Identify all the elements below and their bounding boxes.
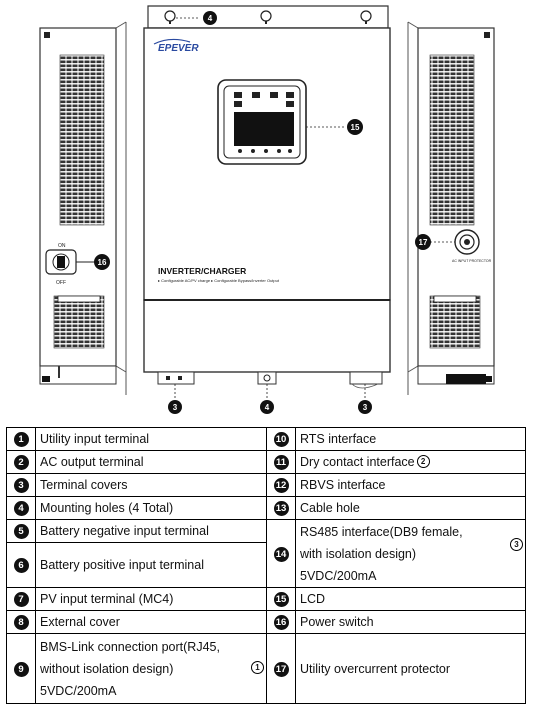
number-badge: 17	[273, 661, 289, 677]
number-badge: 16	[273, 615, 289, 630]
legend-label: Utility input terminal	[35, 427, 267, 451]
callout-16	[94, 254, 110, 270]
callout-3-left-text: 3	[173, 403, 178, 412]
callout-4-bottom	[260, 400, 274, 414]
lcd-panel	[217, 79, 307, 165]
callout-3-left	[168, 400, 182, 414]
table-row: 3 Terminal covers 12 RBVS interface	[6, 473, 526, 497]
legend-label-line: with isolation design)	[300, 546, 417, 561]
switch-off-label: OFF	[56, 280, 66, 286]
callout-3-right-text: 3	[363, 403, 368, 412]
product-diagram: ON OFF 16 4 EPEVER	[39, 5, 495, 414]
front-subtitle: ▸ Configurable AC/PV charge ▸ Configurab…	[158, 278, 280, 283]
legend-label: Dry contact interface	[300, 455, 415, 469]
number-badge: 1	[13, 432, 29, 447]
number-badge: 9	[13, 661, 29, 677]
footnote-marker: 3	[510, 538, 523, 551]
callout-17-text: 17	[419, 238, 428, 247]
number-badge: 10	[273, 432, 289, 447]
switch-on-label: ON	[58, 243, 66, 249]
callout-4-bottom-text: 4	[265, 403, 270, 412]
brand-logo: EPEVER	[158, 43, 199, 54]
power-switch: ON OFF	[45, 243, 77, 286]
number-badge: 2	[13, 455, 29, 470]
legend-label: Cable hole	[295, 496, 526, 520]
legend-label: LCD	[295, 587, 526, 611]
front-view: 4 EPEVER 15 INVERTER/CHARG	[143, 5, 391, 414]
table-row: 8 External cover 16 Power switch	[6, 610, 526, 634]
legend-label: RBVS interface	[295, 473, 526, 497]
callout-3-right	[358, 400, 372, 414]
legend-label: Battery negative input terminal	[35, 519, 267, 543]
number-badge: 8	[13, 615, 29, 630]
left-side-view: ON OFF 16	[39, 21, 127, 395]
legend-label: Utility overcurrent protector	[295, 633, 526, 704]
legend-table: 1 Utility input terminal 10 RTS interfac…	[6, 427, 526, 704]
legend-label: RTS interface	[295, 427, 526, 451]
legend-label-line: 5VDC/200mA	[40, 683, 117, 698]
legend-label: Terminal covers	[35, 473, 267, 497]
legend-label: AC output terminal	[35, 450, 267, 474]
table-row: 2 AC output terminal 11 Dry contact inte…	[6, 450, 526, 474]
number-badge: 6	[13, 558, 29, 573]
footnote-marker: 1	[251, 661, 264, 674]
legend-label-line: BMS-Link connection port(RJ45,	[40, 639, 220, 654]
legend-label: Battery positive input terminal	[35, 542, 267, 588]
callout-15-text: 15	[351, 123, 360, 132]
legend-label: Power switch	[295, 610, 526, 634]
number-badge: 14	[273, 546, 289, 562]
table-row: 4 Mounting holes (4 Total) 13 Cable hole	[6, 496, 526, 520]
table-row: 1 Utility input terminal 10 RTS interfac…	[6, 427, 526, 451]
number-badge: 15	[273, 592, 289, 607]
lcd-screen	[234, 112, 294, 146]
callout-17	[415, 234, 431, 250]
number-badge: 5	[13, 524, 29, 539]
number-badge: 3	[13, 478, 29, 493]
front-title: INVERTER/CHARGER	[158, 266, 246, 276]
legend-label: PV input terminal (MC4)	[35, 587, 267, 611]
callout-15	[347, 119, 363, 135]
callout-4-top-text: 4	[208, 14, 213, 23]
number-badge: 13	[273, 501, 289, 516]
number-badge: 4	[13, 501, 29, 516]
number-badge: 12	[273, 478, 289, 493]
number-badge: 11	[273, 455, 289, 470]
overcurrent-protector: AC INPUT PROTECTOR	[452, 229, 492, 263]
legend-label: External cover	[35, 610, 267, 634]
right-side-view: AC INPUT PROTECTOR 17	[407, 21, 495, 395]
callout-16-text: 16	[98, 258, 107, 267]
table-row: 7 PV input terminal (MC4) 15 LCD	[6, 587, 526, 611]
number-badge: 7	[13, 592, 29, 607]
footnote-marker: 2	[416, 455, 430, 468]
table-row: 9 BMS-Link connection port(RJ45, without…	[6, 633, 526, 704]
legend-label: Mounting holes (4 Total)	[35, 496, 267, 520]
callout-4-top	[203, 11, 217, 25]
legend-label-line: without isolation design)	[40, 661, 174, 676]
legend-label-line: 5VDC/200mA	[300, 568, 377, 583]
table-row: 6 Battery positive input terminal	[6, 542, 526, 588]
protector-label: AC INPUT PROTECTOR	[452, 259, 492, 263]
table-row: 5 Battery negative input terminal 14 RS4…	[6, 519, 526, 588]
legend-label-line: RS485 interface(DB9 female,	[300, 524, 463, 539]
